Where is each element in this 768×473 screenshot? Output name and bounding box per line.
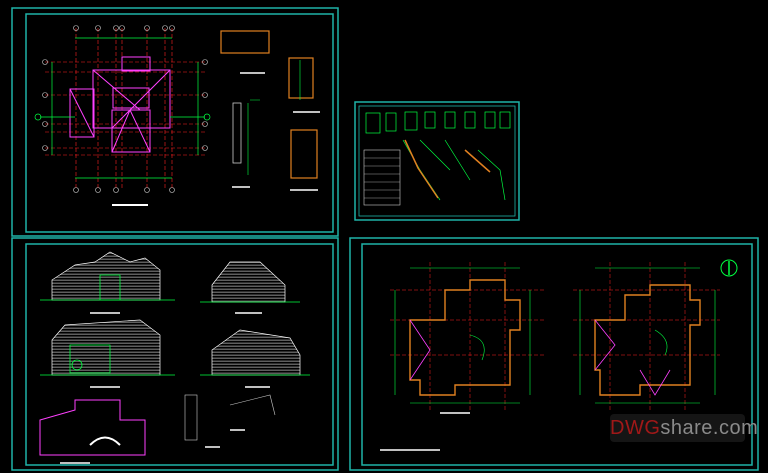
- watermark-prefix: DWG: [610, 417, 661, 439]
- sheet-details: [354, 101, 520, 221]
- sheet-floor-plans: [349, 237, 759, 471]
- watermark-suffix: share.com: [660, 417, 759, 439]
- sheet-elevations: [11, 237, 339, 471]
- watermark-dwgshare: DWGshare.com: [610, 414, 758, 442]
- sheet-roof-plan: [11, 7, 339, 237]
